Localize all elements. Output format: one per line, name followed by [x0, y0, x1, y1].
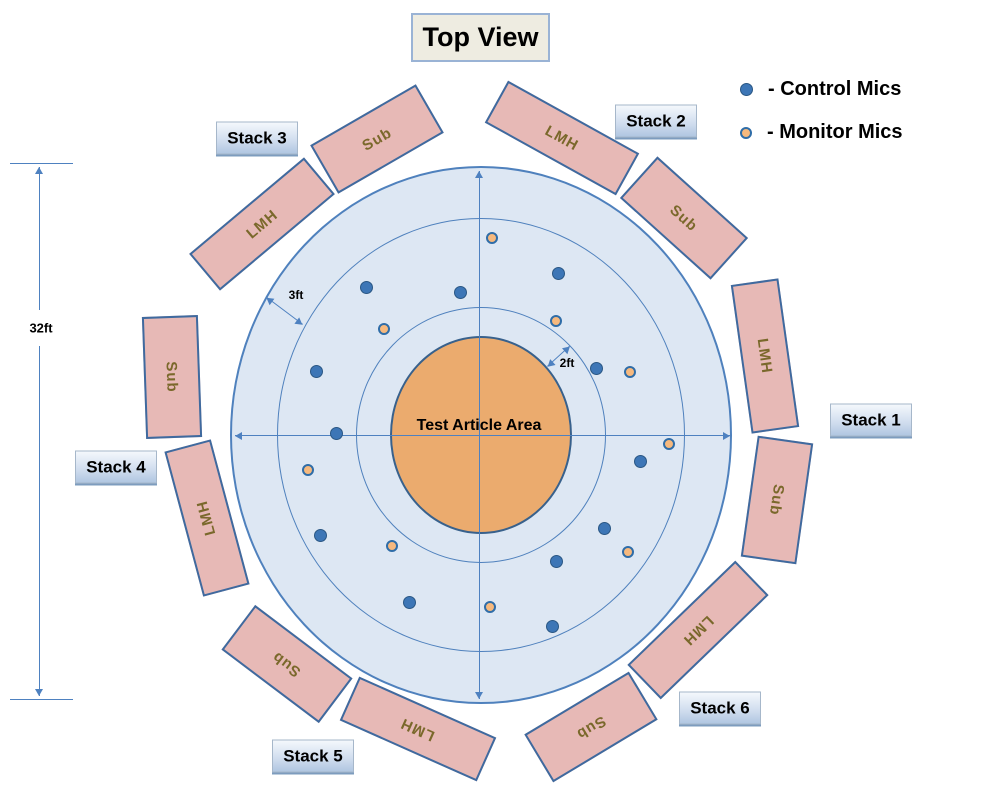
arrow-dim-32ft-cap-top — [10, 163, 73, 164]
speaker-label-stack-1-sub: Sub — [766, 483, 788, 517]
speaker-label-stack-6-lmh: LMH — [679, 611, 717, 649]
title-box: Top View — [411, 13, 550, 62]
control-mic-12 — [545, 619, 559, 633]
legend-item-control: - Control Mics — [740, 78, 903, 101]
control-mic-icon — [740, 83, 753, 96]
control-mic-6 — [329, 426, 343, 440]
arrowhead — [723, 432, 730, 441]
legend-item-monitor: - Monitor Mics — [740, 121, 903, 144]
legend: - Control Mics - Monitor Mics — [740, 78, 903, 164]
monitor-mic-2 — [378, 323, 390, 335]
stack-label-stack-2: Stack 2 — [615, 104, 697, 138]
stack-label-stack-3: Stack 3 — [216, 121, 298, 155]
legend-label-control: - Control Mics — [768, 78, 902, 100]
control-mic-5 — [589, 361, 603, 375]
monitor-mic-5 — [302, 464, 314, 476]
control-mic-9 — [597, 521, 611, 535]
control-mic-2 — [453, 285, 467, 299]
speaker-label-stack-2-lmh: LMH — [542, 121, 582, 155]
monitor-mic-6 — [663, 438, 675, 450]
speaker-label-stack-3-lmh: LMH — [242, 206, 282, 242]
dim-2ft-label: 2ft — [559, 356, 575, 370]
monitor-mic-4 — [624, 366, 636, 378]
stack-label-stack-4: Stack 4 — [75, 450, 157, 484]
dim-3ft-label: 3ft — [288, 288, 304, 302]
speaker-label-stack-5-lmh: LMH — [398, 714, 438, 744]
control-mic-11 — [549, 554, 563, 568]
speaker-label-stack-1-lmh: LMH — [754, 337, 776, 375]
arrow-dim-32ft-cap-bottom — [10, 699, 73, 700]
arrowhead — [235, 432, 242, 441]
speaker-label-stack-3-sub: Sub — [359, 123, 395, 155]
legend-label-monitor: - Monitor Mics — [767, 121, 903, 143]
speaker-label-stack-6-sub: Sub — [573, 711, 609, 743]
dim-32ft-label: 32ft — [29, 320, 53, 336]
speaker-label-stack-5-sub: Sub — [269, 647, 305, 681]
speaker-label-stack-2-sub: Sub — [666, 201, 702, 235]
monitor-mic-icon — [740, 126, 752, 139]
stack-label-stack-1: Stack 1 — [830, 403, 912, 437]
stack-label-stack-6: Stack 6 — [679, 691, 761, 725]
monitor-mic-7 — [386, 540, 398, 552]
stack-label-stack-5: Stack 5 — [272, 739, 354, 773]
control-mic-4 — [309, 364, 323, 378]
control-mic-1 — [359, 280, 373, 294]
monitor-mic-9 — [484, 601, 496, 613]
control-mic-10 — [402, 595, 416, 609]
arrow-axis-horizontal — [235, 432, 730, 441]
monitor-mic-8 — [622, 546, 634, 558]
monitor-mic-1 — [486, 232, 498, 244]
control-mic-3 — [551, 266, 565, 280]
control-mic-8 — [313, 528, 327, 542]
monitor-mic-3 — [550, 315, 562, 327]
control-mic-7 — [633, 454, 647, 468]
speaker-label-stack-4-sub: Sub — [162, 361, 182, 393]
page-title: Top View — [422, 22, 539, 52]
speaker-label-stack-4-lmh: LMH — [194, 498, 220, 538]
speaker-box-stack-4-sub: Sub — [141, 315, 203, 439]
test-article-area-label: Test Article Area — [416, 417, 542, 434]
